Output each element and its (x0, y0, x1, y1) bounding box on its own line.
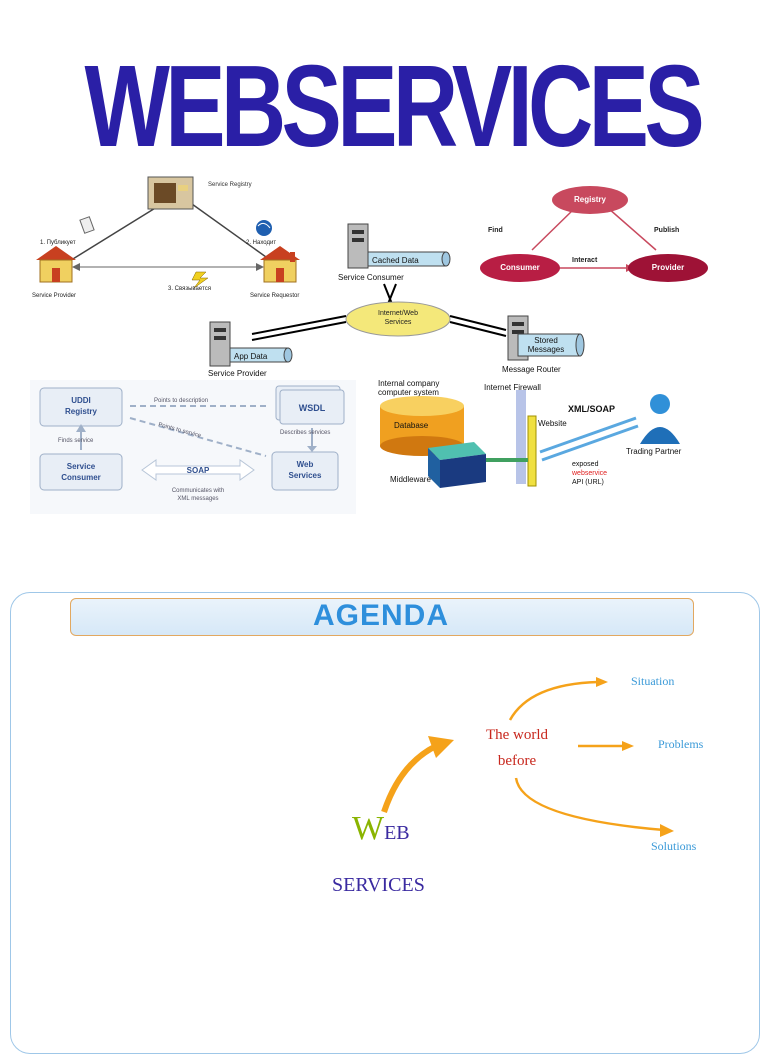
agenda-arrows (381, 677, 674, 837)
agenda-title: AGENDA (312, 599, 449, 632)
webservice-label: webservice (571, 470, 607, 477)
consumer-node (480, 254, 560, 282)
firewall-diagram: Internal company computer system Interne… (378, 379, 682, 488)
cached-data-cylinder (367, 251, 451, 267)
website-bar (527, 415, 537, 487)
xml-soap-label: XML/SOAP (568, 404, 615, 414)
web-initial: W (352, 810, 385, 847)
agenda-header-bar (70, 598, 694, 636)
requester-house-icon (260, 246, 300, 283)
uddi-line1: UDDI (71, 396, 91, 405)
message-router-label: Message Router (502, 365, 561, 374)
arrow-solutions (514, 777, 665, 832)
find-label: Find (488, 227, 503, 234)
soap-label: SOAP (187, 466, 210, 475)
stored-line1: Stored (534, 336, 558, 345)
lightning-icon (191, 271, 209, 289)
problems-label: Problems (658, 737, 704, 751)
internet-line1: Internet/Web (378, 310, 418, 317)
publish-label: Publish (654, 227, 679, 234)
registry-label: Registry (574, 195, 607, 204)
consumer-line1: Service (67, 462, 96, 471)
consumer-server-icon (347, 223, 369, 269)
partner-person-icon (640, 394, 680, 444)
consumer-label: Consumer (500, 263, 540, 272)
web-line1: Web (297, 460, 314, 469)
registry-label: Service Registry (208, 182, 252, 188)
provider-label: Provider (652, 263, 684, 272)
uddi-line2: Registry (65, 407, 98, 416)
services-word: SERVICES (332, 874, 425, 896)
web-services-box (271, 451, 339, 491)
stored-messages-cylinder (517, 333, 585, 357)
registry-triangle-diagram: Registry Consumer Provider Find Publish … (480, 186, 708, 282)
middleware-label: Middleware (390, 475, 431, 484)
points-desc-label: Points to description (154, 398, 208, 404)
internet-cloud (345, 301, 451, 337)
registry-node (552, 186, 628, 214)
database-label: Database (394, 421, 429, 430)
app-data-label: App Data (234, 352, 268, 361)
web-line2: Services (289, 471, 322, 480)
comm-line1: Communicates with (172, 488, 224, 494)
page-title: WEBSERVICES (84, 41, 704, 171)
consumer-box (39, 453, 123, 491)
comm-line2: XML messages (177, 496, 218, 502)
website-label: Website (538, 419, 567, 428)
firewall-wall (516, 390, 526, 484)
document-icon (79, 216, 95, 234)
situation-label: Situation (631, 674, 675, 688)
app-data-cylinder (229, 347, 293, 363)
step3-label: 3. Связывается (168, 286, 211, 292)
web-word: WEB (352, 810, 410, 848)
provider-server-icon (209, 321, 231, 367)
arrow-situation (508, 680, 599, 721)
database-cylinder (380, 396, 464, 456)
agenda-panel (10, 592, 760, 1054)
uddi-wsdl-diagram: UDDI Registry WSDL Service Consumer Web … (30, 380, 356, 514)
stored-line2: Messages (528, 345, 564, 354)
service-provider-label: Service Provider (208, 369, 267, 378)
soa-triangle-diagram: Service Registry 1. Публикует 2. Находит… (32, 176, 300, 299)
solutions-label: Solutions (651, 839, 697, 853)
internet-line2: Services (385, 319, 412, 326)
world-before: The world before (478, 722, 556, 774)
registry-box-icon (147, 176, 194, 210)
wsdl-label: WSDL (299, 403, 326, 413)
main-arrow (381, 743, 438, 813)
provider-node (628, 254, 708, 282)
middleware-cube (428, 442, 486, 488)
web-rest: EB (384, 822, 410, 844)
network-diagram: Cached Data Service Consumer Internet/We… (208, 223, 585, 378)
find-line (177, 193, 274, 263)
step2-label: 2. Находит (246, 240, 276, 246)
requester-label: Service Requestor (250, 293, 299, 299)
consumer-line2: Consumer (61, 473, 101, 482)
provider-house-icon (36, 246, 76, 283)
interact-label: Interact (572, 257, 598, 264)
soap-arrow (141, 459, 255, 481)
finds-label: Finds service (58, 438, 94, 444)
provider-label: Service Provider (32, 293, 76, 299)
internal-line1: Internal company (378, 379, 439, 388)
step1-label: 1. Публикует (40, 240, 76, 246)
cached-data-label: Cached Data (372, 256, 419, 265)
world-line1: The world (485, 727, 549, 743)
trading-partner-label: Trading Partner (626, 447, 682, 456)
service-consumer-label: Service Consumer (338, 273, 404, 282)
world-line2: before (497, 753, 537, 769)
firewall-label: Internet Firewall (484, 383, 541, 392)
api-label: API (URL) (572, 479, 604, 486)
describes-label: Describes services (280, 430, 330, 436)
globe-icon (256, 220, 272, 236)
exposed-label: exposed (572, 461, 599, 468)
internal-line2: computer system (378, 388, 439, 397)
